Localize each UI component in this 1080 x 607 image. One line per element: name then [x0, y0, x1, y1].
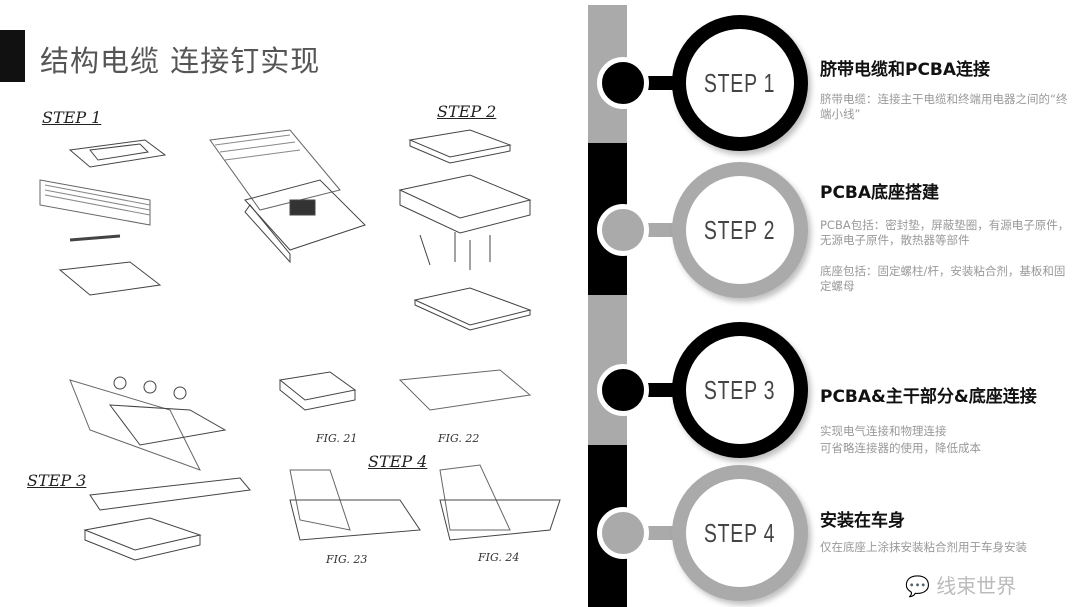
- watermark-text: 线束世界: [936, 574, 1017, 598]
- drawing-fig23-24: [289, 464, 561, 541]
- page-title: 结构电缆 连接钉实现: [40, 44, 321, 78]
- step1-desc: 脐带电缆：连接主干电缆和终端用电器之间的“终端小线”: [820, 92, 1068, 121]
- step1-drawing-label: STEP 1: [42, 108, 102, 127]
- step1-badge-text: STEP 1: [704, 67, 776, 98]
- step4-desc: 仅在底座上涂抹安装粘合剂用于车身安装: [820, 540, 1027, 554]
- step2-badge: STEP 2: [672, 162, 808, 298]
- fig23-label: FIG. 23: [326, 553, 368, 566]
- wechat-icon: 💬: [905, 574, 930, 598]
- step2-desc-1: PCBA包括：密封垫，屏蔽垫圈，有源电子原件，无源电子原件，散热器等部件: [820, 218, 1070, 247]
- step1-heading: 脐带电缆和PCBA连接: [820, 60, 991, 80]
- drawing-fig21-22: [278, 369, 532, 411]
- step2-desc-2: 底座包括：固定螺柱/杆，安装粘合剂，基板和固定螺母: [820, 264, 1066, 293]
- fig22-label: FIG. 22: [438, 432, 480, 445]
- drawing-step2: [398, 129, 532, 331]
- step2-dot: [597, 204, 649, 256]
- step1-dot: [597, 57, 649, 109]
- step3-dot: [597, 364, 649, 416]
- drawing-step1: [39, 139, 167, 296]
- drawing-step3: [69, 376, 251, 561]
- step4-heading: 安装在车身: [820, 511, 905, 531]
- step2-heading: PCBA底座搭建: [820, 183, 940, 203]
- patent-drawings: [39, 129, 561, 561]
- fig21-label: FIG. 21: [316, 432, 358, 445]
- step2-badge-text: STEP 2: [704, 214, 776, 245]
- step3-badge: STEP 3: [672, 322, 808, 458]
- step4-dot: [597, 507, 649, 559]
- step3-badge-text: STEP 3: [704, 374, 776, 405]
- step4-badge: STEP 4: [672, 465, 808, 601]
- step3-desc-2: 可省略连接器的使用，降低成本: [820, 441, 981, 455]
- watermark: 💬 线束世界: [905, 574, 1016, 598]
- fig24-label: FIG. 24: [478, 551, 520, 564]
- title-accent-bar: [0, 30, 25, 82]
- step3-drawing-label: STEP 3: [27, 471, 87, 490]
- step3-desc-1: 实现电气连接和物理连接: [820, 424, 947, 438]
- step4-drawing-label: STEP 4: [368, 452, 428, 471]
- step1-badge: STEP 1: [672, 15, 808, 151]
- drawing-cable-pcba: [209, 129, 366, 264]
- step4-badge-text: STEP 4: [704, 517, 776, 548]
- step2-drawing-label: STEP 2: [437, 102, 497, 121]
- step3-heading: PCBA&主干部分&底座连接: [820, 387, 1037, 407]
